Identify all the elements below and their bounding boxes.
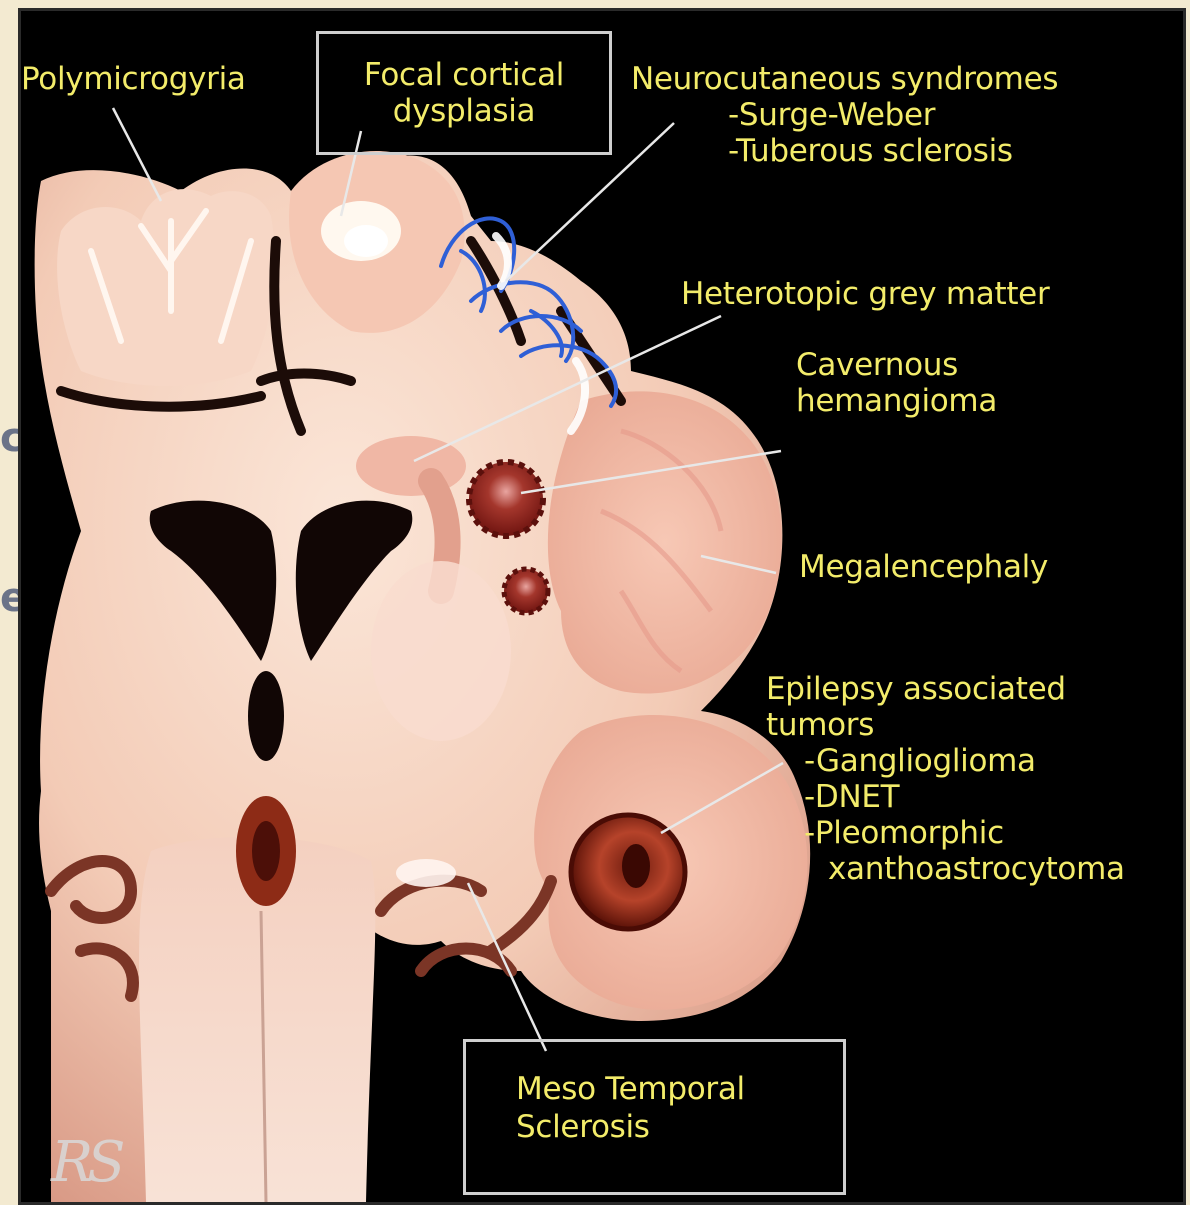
label-line: Focal cortical xyxy=(316,55,612,95)
label-line: -DNET xyxy=(766,777,1125,817)
hippocampus-sclerosis xyxy=(396,859,456,887)
label-line: -Pleomorphic xyxy=(766,813,1125,853)
megalencephaly-region xyxy=(548,391,782,693)
label-neurocutaneous-syndromes: Neurocutaneous syndromes -Surge-Weber -T… xyxy=(631,59,1058,171)
artist-signature: RS xyxy=(51,1133,120,1193)
label-megalencephaly: Megalencephaly xyxy=(799,547,1048,587)
brain-illustration xyxy=(21,11,1183,1202)
label-focal-cortical-dysplasia: Focal cortical dysplasia xyxy=(316,55,612,131)
polymicrogyria-gyri xyxy=(57,189,275,386)
label-meso-temporal-sclerosis: Meso Temporal Sclerosis xyxy=(516,1069,745,1147)
label-line: -Tuberous sclerosis xyxy=(631,131,1058,171)
diagram-frame: Polymicrogyria Focal cortical dysplasia … xyxy=(18,8,1186,1205)
label-line: Sclerosis xyxy=(516,1107,745,1147)
label-line: -Surge-Weber xyxy=(631,95,1058,135)
label-epilepsy-associated-tumors: Epilepsy associated tumors -Gangliogliom… xyxy=(766,669,1125,889)
label-line: hemangioma xyxy=(796,381,997,421)
label-polymicrogyria: Polymicrogyria xyxy=(21,59,246,99)
label-line: Epilepsy associated xyxy=(766,669,1125,709)
label-line: Cavernous xyxy=(796,345,997,385)
label-cavernous-hemangioma: Cavernous hemangioma xyxy=(796,345,997,421)
label-line: Meso Temporal xyxy=(516,1069,745,1109)
label-line: dysplasia xyxy=(316,91,612,131)
label-line: tumors xyxy=(766,705,1125,745)
label-line: xanthoastrocytoma xyxy=(766,849,1125,889)
label-heterotopic-grey-matter: Heterotopic grey matter xyxy=(681,274,1049,314)
label-line: -Ganglioglioma xyxy=(766,741,1125,781)
label-line: Neurocutaneous syndromes xyxy=(631,59,1058,99)
